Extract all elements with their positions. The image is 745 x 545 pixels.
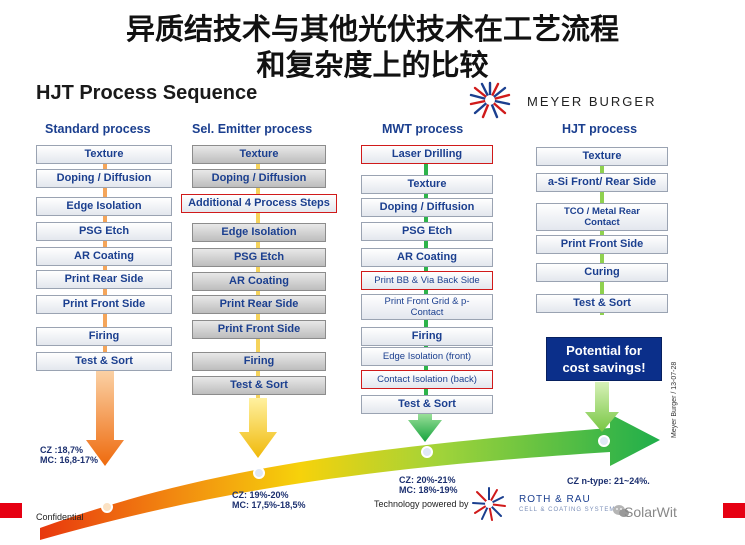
standard-step: PSG Etch — [36, 222, 172, 241]
technology-powered-label: Technology powered by — [374, 499, 469, 509]
mwt-step: AR Coating — [361, 248, 493, 267]
selemitter-marker — [253, 467, 265, 479]
hjt-step: a-Si Front/ Rear Side — [536, 173, 668, 192]
selemitter-step: Print Front Side — [192, 320, 326, 339]
hjt-cz: CZ n-type: 21~24%. — [567, 476, 650, 486]
document-reference: Meyer Burger / 13-07-28 — [671, 361, 678, 438]
selemitter-step: PSG Etch — [192, 248, 326, 267]
column-header-standard: Standard process — [45, 122, 151, 136]
wechat-icon — [613, 505, 629, 517]
progress-sweep-arrow — [40, 414, 660, 540]
mwt-step: Test & Sort — [361, 395, 493, 414]
main-title-line1: 异质结技术与其他光伏技术在工艺流程 — [125, 12, 619, 46]
hjt-step: Texture — [536, 147, 668, 166]
brand-name: MEYER BURGER — [527, 94, 657, 109]
meyer-burger-logo-icon — [469, 81, 511, 119]
main-title-line2: 和复杂度上的比较 — [256, 48, 489, 82]
hjt-connector — [600, 147, 604, 315]
watermark-text: SolarWit — [624, 504, 677, 520]
standard-cz: CZ :18,7% — [40, 445, 84, 455]
mwt-step: Firing — [361, 327, 493, 346]
slide-title: HJT Process Sequence — [36, 82, 258, 104]
mwt-step: Doping / Diffusion — [361, 198, 493, 217]
hjt-arrow — [585, 382, 619, 432]
mwt-step-highlight: Laser Drilling — [361, 145, 493, 164]
column-header-sel-emitter: Sel. Emitter process — [192, 122, 313, 136]
selemitter-efficiency: CZ: 19%-20% MC: 17,5%-18,5% — [232, 490, 306, 510]
selemitter-step: Texture — [192, 145, 326, 164]
selemitter-step: AR Coating — [192, 272, 326, 291]
standard-step: AR Coating — [36, 247, 172, 266]
standard-step: Edge Isolation — [36, 197, 172, 216]
confidential-label: Confidential — [36, 512, 84, 522]
hjt-step: Print Front Side — [536, 235, 668, 254]
column-header-hjt: HJT process — [562, 122, 638, 136]
standard-step: Firing — [36, 327, 172, 346]
mwt-arrow — [408, 412, 442, 442]
standard-efficiency: CZ :18,7% MC: 16,8-17% — [40, 445, 98, 465]
standard-step: Print Rear Side — [36, 270, 172, 289]
standard-step: Texture — [36, 145, 172, 164]
mwt-step-highlight: Print BB & Via Back Side — [361, 271, 493, 290]
standard-step: Print Front Side — [36, 295, 172, 314]
mwt-step: PSG Etch — [361, 222, 493, 241]
selemitter-step-highlight: Additional 4 Process Steps — [181, 194, 337, 213]
hjt-marker — [598, 435, 610, 447]
hjt-step: Curing — [536, 263, 668, 282]
mwt-step: Print Front Grid & p-Contact — [361, 294, 493, 320]
selemitter-step: Print Rear Side — [192, 295, 326, 314]
hjt-step: TCO / Metal Rear Contact — [536, 203, 668, 231]
mwt-step: Texture — [361, 175, 493, 194]
hjt-efficiency: CZ n-type: 21~24%. — [567, 476, 650, 486]
column-header-mwt: MWT process — [382, 122, 464, 136]
red-corner-marker-left — [0, 503, 22, 518]
standard-step: Test & Sort — [36, 352, 172, 371]
mwt-cz: CZ: 20%-21% — [399, 475, 456, 485]
potential-line2: cost savings! — [562, 360, 646, 375]
selemitter-step: Doping / Diffusion — [192, 169, 326, 188]
mwt-marker — [421, 446, 433, 458]
standard-marker — [101, 501, 113, 513]
partner-name: ROTH & RAU — [519, 494, 591, 505]
partner-subtitle: CELL & COATING SYSTEMS — [519, 507, 621, 513]
mwt-step-highlight: Contact Isolation (back) — [361, 370, 493, 389]
potential-line1: Potential for — [566, 343, 642, 358]
potential-cost-savings-box: Potential for cost savings! — [546, 337, 662, 381]
selemitter-cz: CZ: 19%-20% — [232, 490, 289, 500]
selemitter-arrow — [239, 398, 277, 458]
hjt-step: Test & Sort — [536, 294, 668, 313]
red-corner-marker-right — [723, 503, 745, 518]
selemitter-mc: MC: 17,5%-18,5% — [232, 500, 306, 510]
standard-mc: MC: 16,8-17% — [40, 455, 99, 465]
mwt-step: Edge Isolation (front) — [361, 347, 493, 366]
roth-rau-logo-icon — [472, 487, 506, 521]
mwt-efficiency: CZ: 20%-21% MC: 18%-19% — [399, 475, 458, 495]
selemitter-step: Edge Isolation — [192, 223, 326, 242]
selemitter-step: Firing — [192, 352, 326, 371]
standard-step: Doping / Diffusion — [36, 169, 172, 188]
standard-arrow — [86, 370, 124, 466]
selemitter-step: Test & Sort — [192, 376, 326, 395]
mwt-mc: MC: 18%-19% — [399, 485, 458, 495]
